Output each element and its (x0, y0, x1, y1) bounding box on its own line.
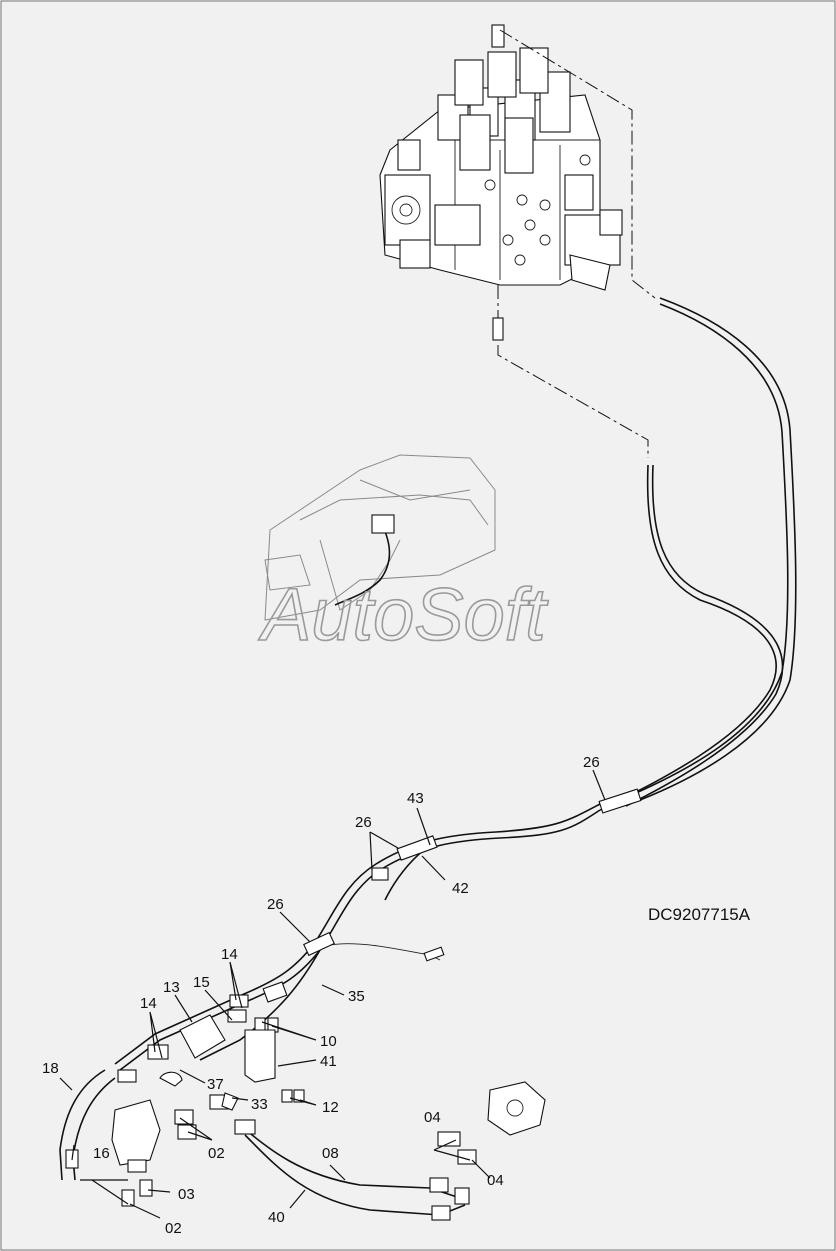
callout-26: 26 (583, 754, 600, 771)
drawing-code: DC9207715A (648, 905, 751, 924)
callout-03: 03 (178, 1186, 195, 1203)
callout-10: 10 (320, 1033, 337, 1050)
callout-41: 41 (320, 1053, 337, 1070)
callout-26: 26 (267, 896, 284, 913)
callout-18: 18 (42, 1060, 59, 1077)
callout-02: 02 (165, 1220, 182, 1237)
callout-40: 40 (268, 1209, 285, 1226)
watermark: AutoSoft (258, 573, 549, 656)
callout-37: 37 (207, 1076, 224, 1093)
callout-04: 04 (487, 1172, 504, 1189)
excavator-location-sketch (264, 454, 496, 621)
control-valve-illustration (379, 24, 623, 341)
callout-08: 08 (322, 1145, 339, 1162)
callout-15: 15 (193, 974, 210, 991)
callout-43: 43 (407, 790, 424, 807)
callout-26: 26 (355, 814, 372, 831)
callout-14: 14 (221, 946, 238, 963)
lower-fittings (65, 946, 546, 1221)
callout-02: 02 (208, 1145, 225, 1162)
callout-33: 33 (251, 1096, 268, 1113)
callout-13: 13 (163, 979, 180, 996)
callout-14: 14 (140, 995, 157, 1012)
callout-12: 12 (322, 1099, 339, 1116)
callout-leaders (59, 769, 606, 1219)
hose-clamps (303, 788, 642, 957)
connection-leaders (497, 29, 656, 458)
callout-16: 16 (93, 1145, 110, 1162)
callout-35: 35 (348, 988, 365, 1005)
callout-04: 04 (424, 1109, 441, 1126)
callout-42: 42 (452, 880, 469, 897)
